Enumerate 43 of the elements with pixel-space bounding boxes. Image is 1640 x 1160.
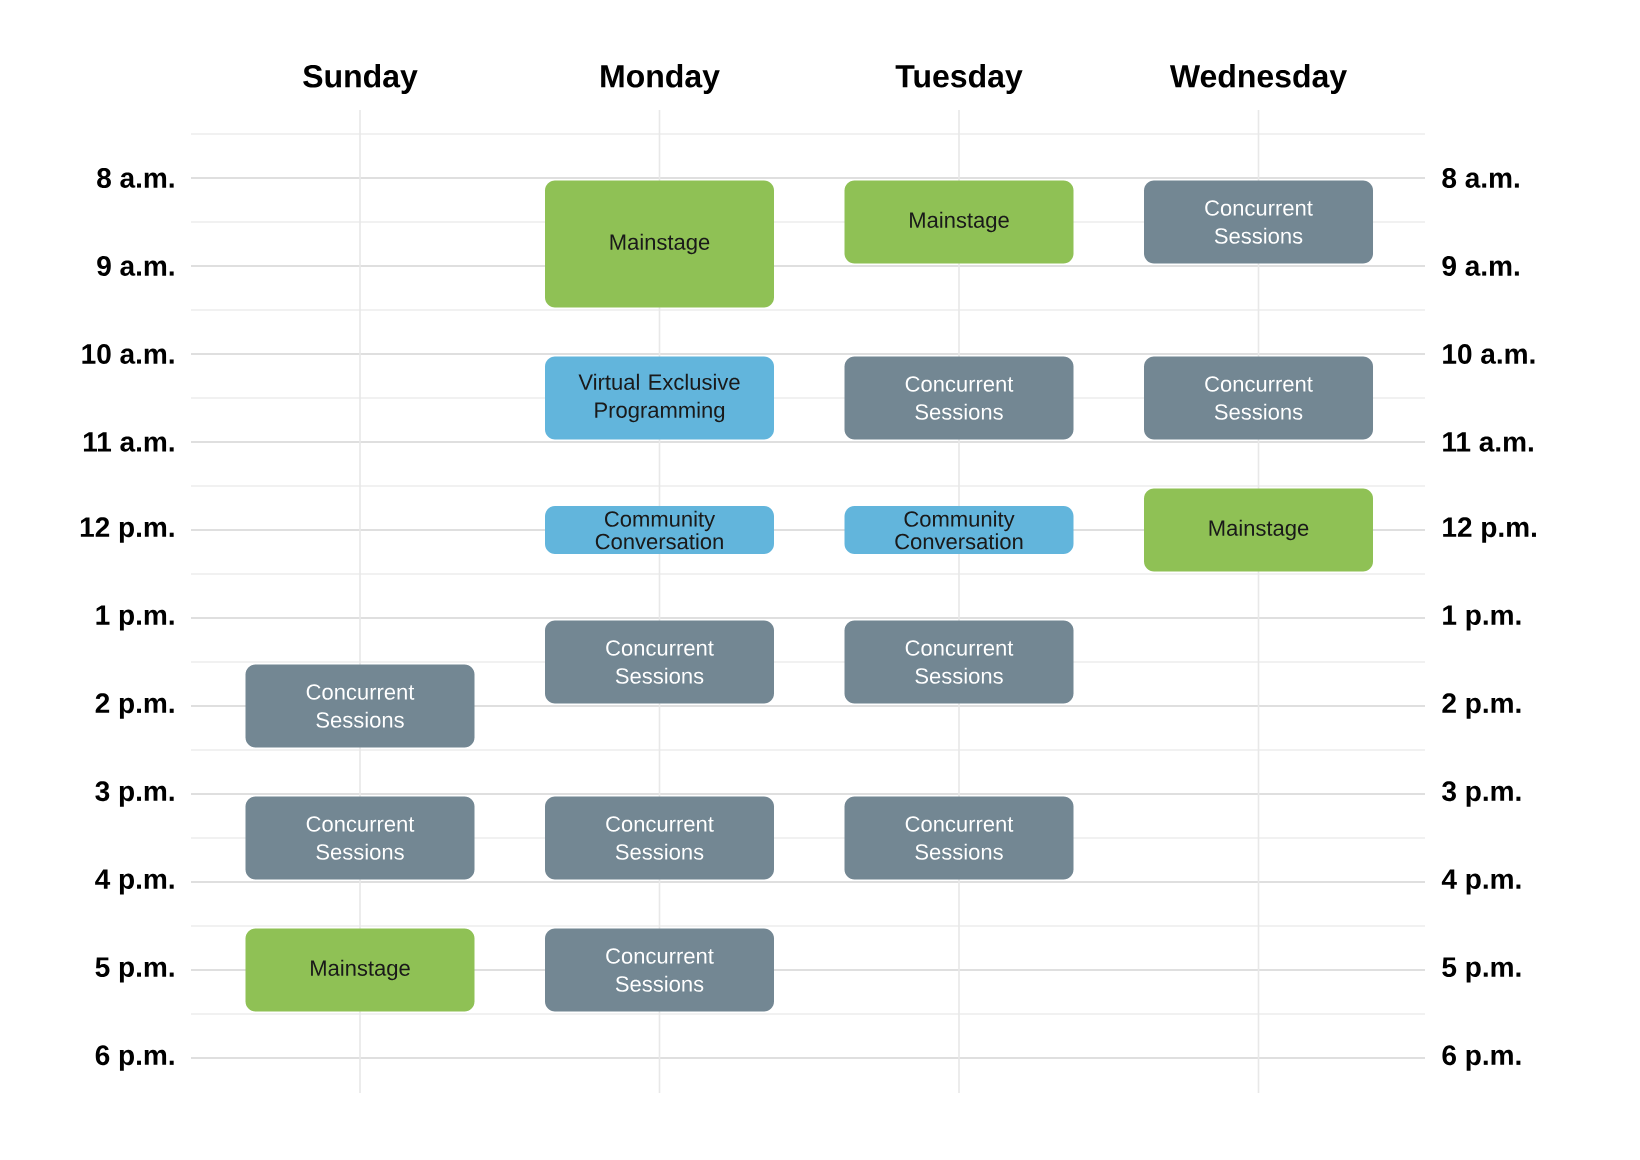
session-box: Concurrent Sessions <box>844 620 1074 704</box>
time-label: 8 a.m. <box>1442 168 1519 188</box>
session-box: Concurrent Sessions <box>844 796 1074 880</box>
time-label: 1 p.m. <box>1443 605 1521 631</box>
time-label: 10 a.m. <box>82 344 174 364</box>
session-box: Mainstage <box>844 180 1074 264</box>
time-label: 1 p.m. <box>96 605 174 631</box>
time-label: 5 p.m. <box>1442 957 1521 983</box>
day-heading: Wednesday <box>1169 64 1347 94</box>
session-box: Concurrent Sessions <box>545 796 774 880</box>
session-box: Concurrent Sessions <box>1144 180 1373 264</box>
time-label: 6 p.m. <box>95 1045 174 1071</box>
session-box: Concurrent Sessions <box>844 356 1074 440</box>
time-label: 12 p.m. <box>1443 517 1536 543</box>
day-heading: Monday <box>601 64 720 94</box>
session-box: Concurrent Sessions <box>545 620 774 704</box>
time-label: 11 a.m. <box>83 432 174 452</box>
session-box: Mainstage <box>545 180 774 308</box>
session-box: Mainstage <box>245 928 475 1012</box>
session-box: Mainstage <box>1144 488 1373 572</box>
time-label: 2 p.m. <box>95 693 174 719</box>
session-box: Concurrent Sessions <box>245 664 475 748</box>
session-box: Community Conversation <box>844 506 1074 554</box>
time-label: 11 a.m. <box>1443 432 1533 452</box>
time-label: 9 a.m. <box>1442 256 1519 276</box>
time-label: 3 p.m. <box>95 781 174 807</box>
time-label: 8 a.m. <box>97 168 174 188</box>
session-box: Concurrent Sessions <box>245 796 475 880</box>
time-label: 3 p.m. <box>1442 781 1521 807</box>
time-label: 5 p.m. <box>95 957 174 983</box>
day-heading: Tuesday <box>895 64 1023 94</box>
session-box: Concurrent Sessions <box>545 928 774 1012</box>
time-label: 9 a.m. <box>97 256 174 276</box>
time-label: 4 p.m. <box>95 869 174 895</box>
session-box: Community Conversation <box>545 506 774 554</box>
time-label: 2 p.m. <box>1442 693 1521 719</box>
session-box: Virtual Exclusive Programming <box>545 356 774 440</box>
time-label: 12 p.m. <box>80 517 174 543</box>
day-heading: Sunday <box>303 64 418 94</box>
time-label: 6 p.m. <box>1442 1045 1521 1071</box>
time-label: 4 p.m. <box>1441 869 1521 895</box>
session-box: Concurrent Sessions <box>1144 356 1373 440</box>
time-label: 10 a.m. <box>1443 344 1535 364</box>
